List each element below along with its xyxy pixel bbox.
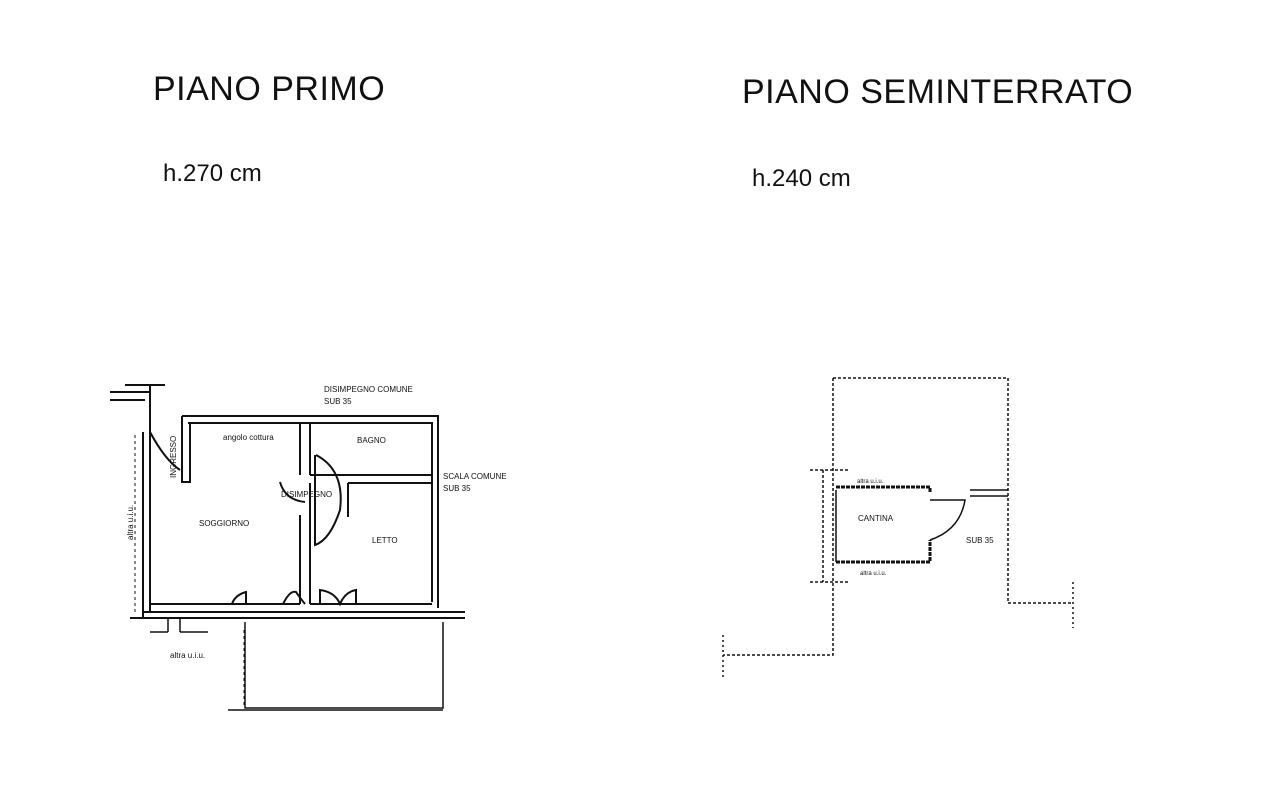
label-altra-uiu-top: altra u.i.u. — [857, 479, 884, 485]
ingresso-door-arc — [149, 431, 181, 471]
balcony-outline — [228, 622, 444, 711]
label-altra-uiu-bottom: altra u.i.u. — [860, 571, 887, 577]
basement-title: PIANO SEMINTERRATO — [742, 73, 1134, 111]
window-arcs — [231, 588, 357, 607]
bagno-letto-wall — [310, 474, 432, 517]
bottom-wall — [130, 603, 465, 619]
cantina-hatched-walls — [836, 485, 932, 564]
room-label-bagno: BAGNO — [357, 436, 386, 445]
basement-plan — [722, 377, 1074, 680]
partition-wall — [299, 423, 311, 604]
dashed-boundary — [134, 435, 245, 708]
dimension-line — [810, 469, 850, 583]
outline-ends — [722, 582, 1074, 680]
cantina-door-arc — [929, 499, 966, 541]
label-altra-uiu-bottom: altra u.i.u. — [170, 651, 205, 660]
first-floor-title: PIANO PRIMO — [153, 70, 386, 108]
entrance-corridor — [110, 384, 165, 432]
outer-wall — [182, 415, 439, 608]
label-scala-comune: SCALA COMUNE — [443, 472, 507, 481]
room-label-disimpegno: DISIMPEGNO — [281, 490, 332, 499]
room-label-angolo-cottura: angolo cottura — [223, 433, 274, 442]
room-label-ingresso: INGRESSO — [169, 436, 178, 478]
label-altra-uiu-left: altra u.i.u. — [126, 505, 135, 540]
room-label-cantina: CANTINA — [858, 514, 894, 523]
room-label-letto: LETTO — [372, 536, 398, 545]
basement-height: h.240 cm — [752, 165, 851, 192]
disimpegno-door-arc — [314, 454, 342, 547]
label-disimpegno-comune-sub: SUB 35 — [324, 397, 352, 406]
disimpegno-door-arc-2 — [279, 481, 306, 503]
left-wall — [142, 432, 151, 618]
altra-uiu-wall — [150, 618, 208, 633]
label-sub: SUB 35 — [966, 536, 994, 545]
label-scala-comune-sub: SUB 35 — [443, 484, 471, 493]
first-floor-plan — [110, 384, 465, 711]
label-disimpegno-comune: DISIMPEGNO COMUNE — [324, 385, 413, 394]
first-floor-height: h.270 cm — [163, 160, 262, 187]
ingresso-wall — [181, 416, 191, 483]
corridor-wall — [970, 489, 1008, 497]
basement-labels: CANTINA SUB 35 altra u.i.u. altra u.i.u. — [857, 479, 994, 577]
room-label-soggiorno: SOGGIORNO — [199, 519, 249, 528]
first-floor-labels: angolo cottura BAGNO DISIMPEGNO SOGGIORN… — [126, 385, 507, 660]
building-outline — [723, 377, 1073, 656]
